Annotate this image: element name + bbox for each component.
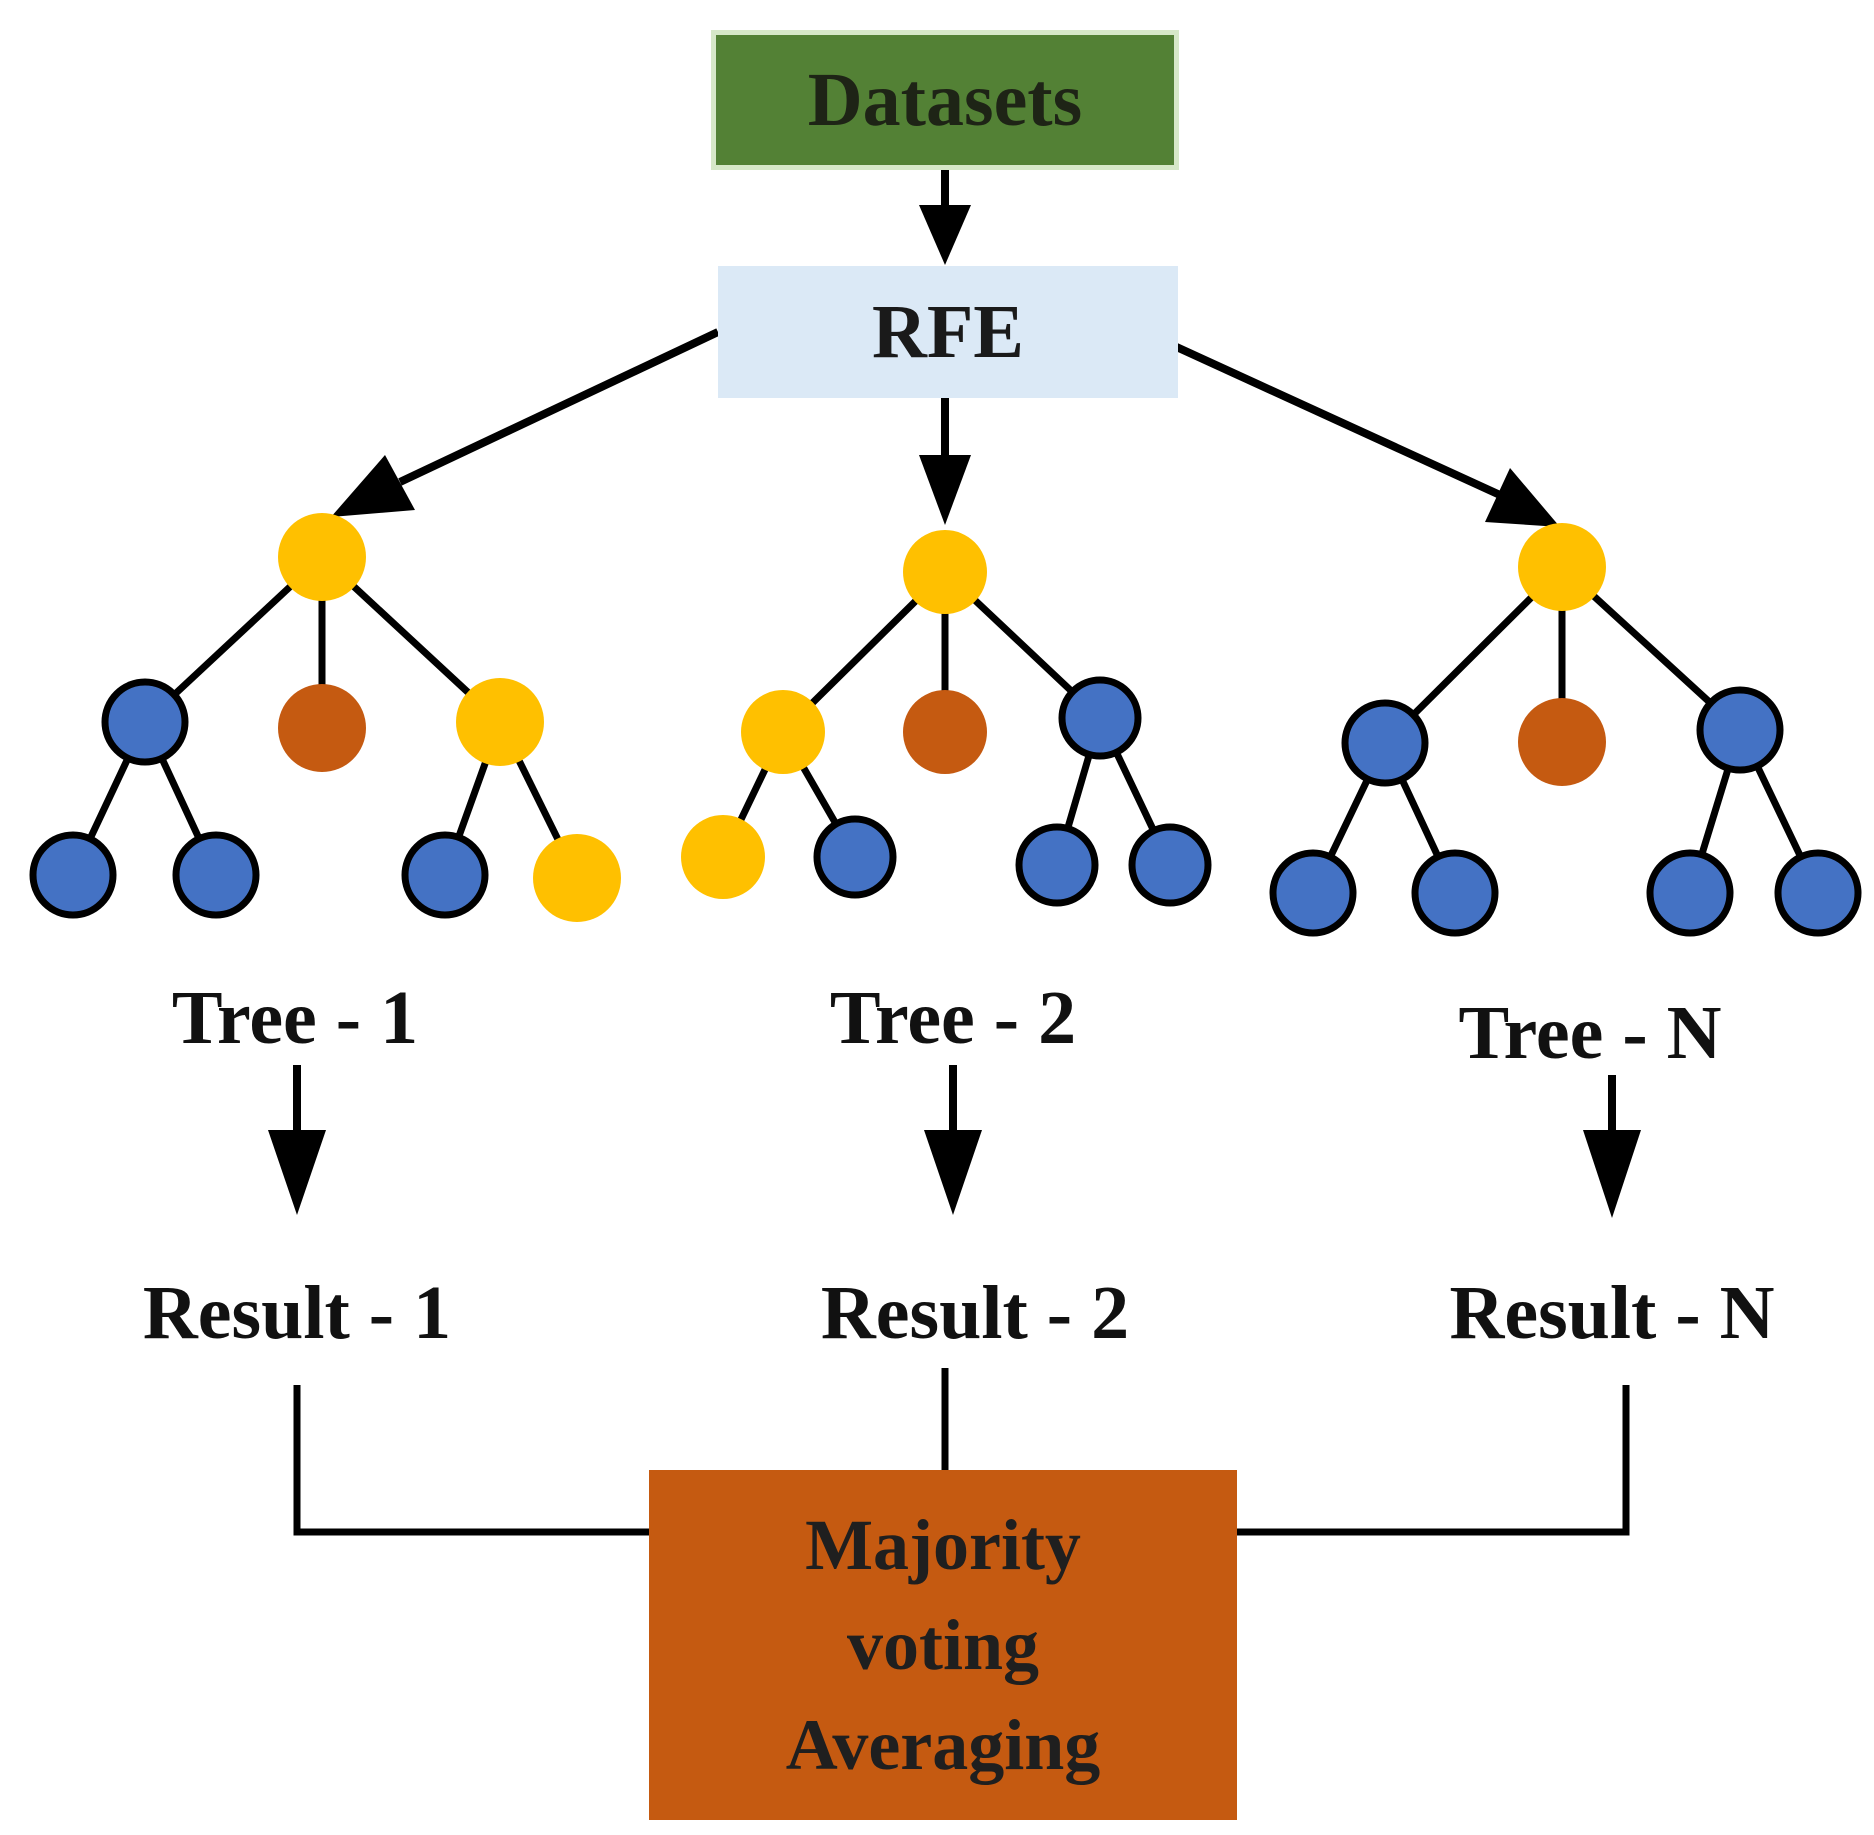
tree-2-leaf-node: [813, 815, 897, 899]
tree-2-right-node: [1058, 676, 1142, 760]
tree-n-left-node: [1341, 699, 1429, 787]
connector-result-1-to-voting: [293, 1385, 649, 1536]
majority-voting-box: Majority voting Averaging: [649, 1470, 1237, 1820]
tree-2-graph: [681, 530, 1212, 907]
tree-1-middle-node: [278, 684, 366, 772]
tree-2-label: Tree - 2: [829, 976, 1077, 1060]
tree-2-leaf-node: [1128, 823, 1212, 907]
tree-n-leaf-node: [1411, 849, 1499, 937]
tree-2-leaf-node: [1015, 823, 1099, 907]
arrow-tree-1-to-result-1: [268, 1065, 326, 1215]
tree-1-root-node: [278, 513, 366, 601]
rfe-label: RFE: [872, 289, 1024, 374]
arrow-tree-2-to-result-2: [924, 1065, 982, 1215]
arrow-tree-n-to-result-n: [1583, 1075, 1641, 1218]
datasets-box: Datasets: [711, 30, 1179, 170]
arrow-datasets-to-rfe: [919, 170, 971, 265]
tree-1-leaf-node: [533, 834, 621, 922]
voting-line-3: Averaging: [785, 1705, 1101, 1785]
arrow-rfe-to-tree-1: [331, 328, 720, 517]
voting-line-2: voting: [846, 1605, 1040, 1685]
tree-2-leaf-node: [681, 815, 765, 899]
tree-1-graph: [29, 513, 621, 922]
rfe-box: RFE: [718, 266, 1178, 398]
tree-n-graph: [1269, 523, 1862, 937]
tree-1-right-node: [456, 678, 544, 766]
connector-result-n-to-voting: [1237, 1385, 1630, 1536]
result-2-label: Result - 2: [820, 1271, 1130, 1355]
datasets-label: Datasets: [807, 57, 1083, 142]
tree-n-label: Tree - N: [1458, 991, 1722, 1075]
tree-1-leaf-node: [29, 831, 117, 919]
tree-n-root-node: [1518, 523, 1606, 611]
tree-n-right-node: [1696, 686, 1784, 774]
voting-line-1: Majority: [805, 1505, 1081, 1585]
tree-n-leaf-node: [1774, 849, 1862, 937]
arrow-rfe-to-tree-2: [919, 398, 971, 525]
tree-n-middle-node: [1518, 698, 1606, 786]
tree-n-leaf-node: [1646, 849, 1734, 937]
tree-1-left-node: [101, 678, 189, 766]
tree-2-root-node: [903, 530, 987, 614]
tree-2-middle-node: [903, 690, 987, 774]
tree-2-left-node: [741, 690, 825, 774]
tree-1-leaf-node: [401, 831, 489, 919]
arrow-rfe-to-tree-n: [1168, 340, 1560, 527]
tree-1-leaf-node: [172, 831, 260, 919]
result-n-label: Result - N: [1449, 1271, 1775, 1355]
tree-n-leaf-node: [1269, 849, 1357, 937]
tree-1-label: Tree - 1: [171, 976, 419, 1060]
result-1-label: Result - 1: [142, 1271, 452, 1355]
